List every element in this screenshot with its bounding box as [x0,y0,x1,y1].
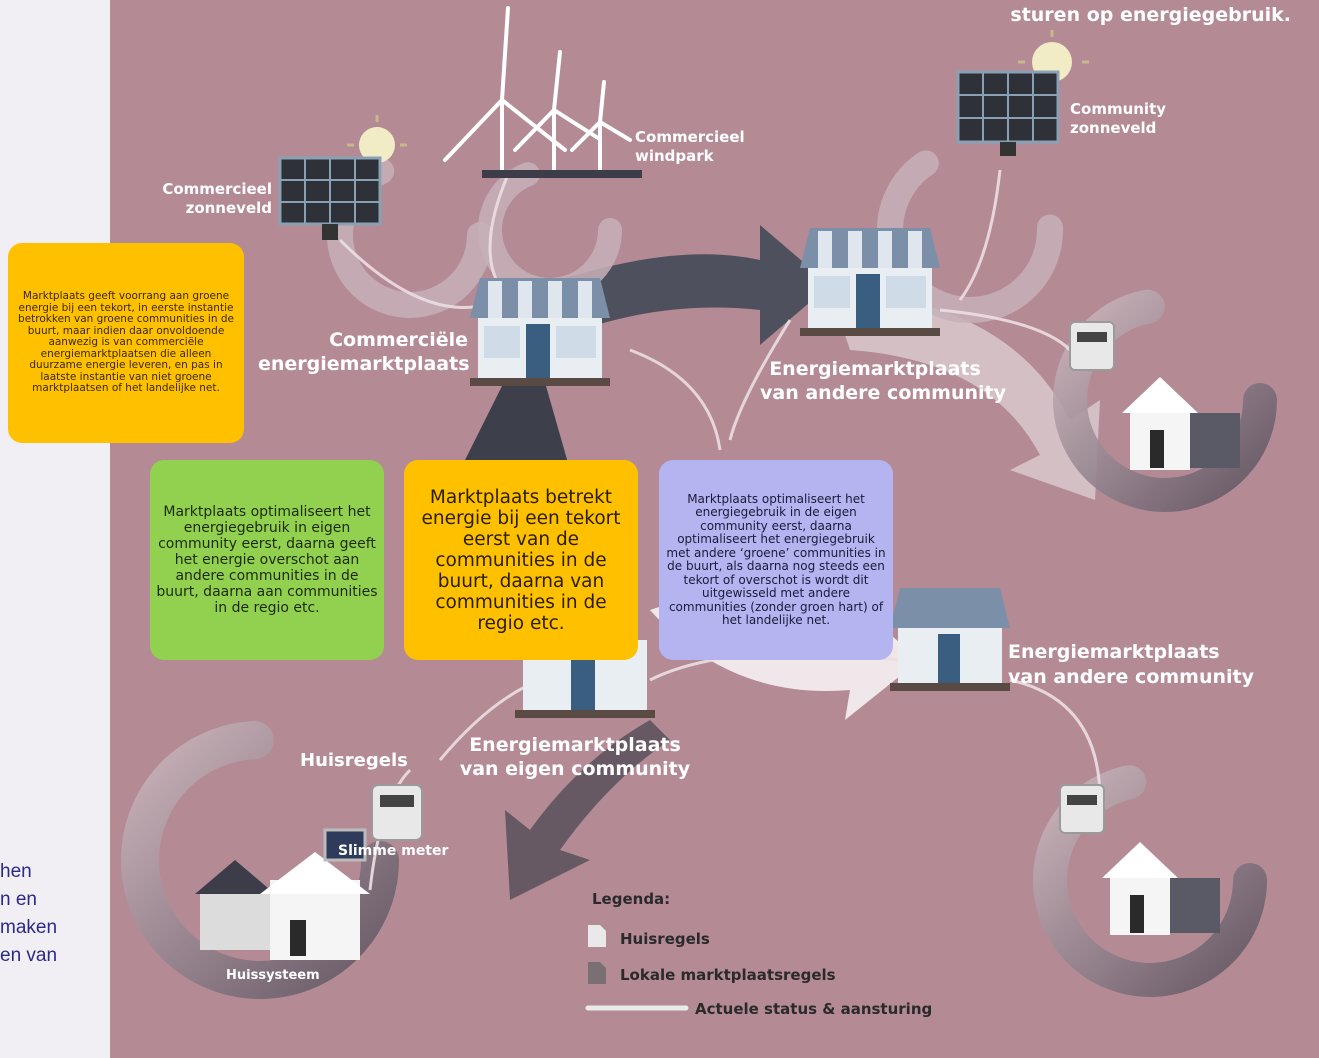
community-solar-field [956,30,1089,156]
note-text: Marktplaats betrekt energie bij een teko… [421,486,621,634]
left-text-line: en van [0,945,58,966]
label-huisregels: Huisregels [300,750,408,771]
shop-other-community-top [800,228,940,336]
legend-actuele-status: Actuele status & aansturing [695,1000,933,1018]
header-text: sturen op energiegebruik. [1010,4,1291,26]
note-green-communities: Marktplaats optimaliseert het energiegeb… [659,460,893,660]
note-green-priority: Marktplaats geeft voorrang aan groene en… [8,243,244,443]
meter-bottom-right [1059,784,1105,834]
house-own [195,828,370,960]
note-text: Marktplaats geeft voorrang aan groene en… [18,290,234,395]
legend-huisregels: Huisregels [620,930,710,948]
left-text-line: maken [0,917,58,938]
legend-lokale-marktplaatsregels: Lokale marktplaatsregels [620,966,836,984]
legend-title: Legenda: [592,890,671,908]
commercial-solar-field [278,115,407,240]
note-text: Marktplaats optimaliseert het energiegeb… [666,491,886,627]
left-partial-text: hen n en maken en van [0,858,110,970]
house-top-right [1122,377,1240,470]
left-text-line: n en [0,889,37,910]
label-slimme-meter: Slimme meter [338,843,449,859]
meter-top-right [1069,321,1115,371]
shop-other-community-bottom [890,588,1010,691]
left-text-line: hen [0,861,32,882]
legend-graphics [585,925,689,1011]
left-panel: hen n en maken en van [0,0,110,1058]
note-optimize-surplus: Marktplaats optimaliseert het energiegeb… [150,460,384,660]
note-shortage-sourcing: Marktplaats betrekt energie bij een teko… [404,460,638,660]
house-bottom-right [1102,842,1220,935]
label-huissysteem: Huissysteem [226,968,320,983]
note-text: Marktplaats optimaliseert het energiegeb… [156,504,378,616]
shop-commercial [470,278,610,386]
smart-meter [371,784,423,841]
windpark [443,6,642,178]
